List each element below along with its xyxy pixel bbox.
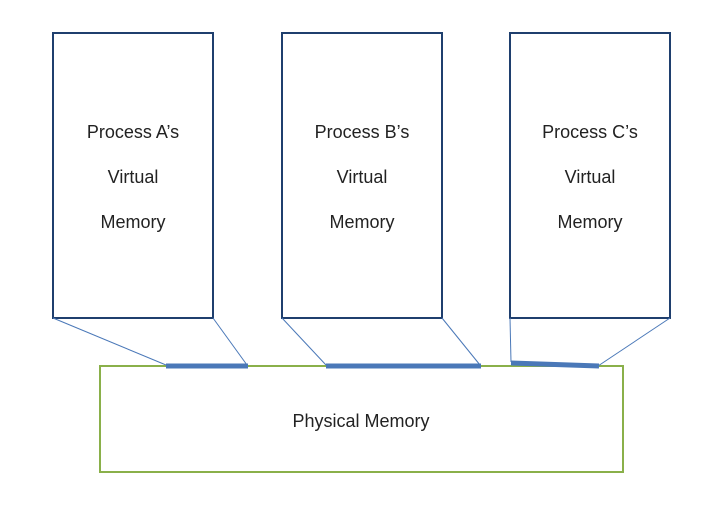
process-a-group: Process A’s Virtual Memory	[52, 32, 248, 369]
process-c-right-mapping-line	[597, 317, 671, 367]
process-b-label-line-1: Process B’s	[315, 122, 410, 142]
process-b-left-mapping-line	[281, 317, 327, 366]
process-c-physical-region	[510, 360, 600, 369]
process-b-virtual-memory-box	[281, 32, 443, 319]
process-a-label-line-1: Process A’s	[87, 122, 179, 142]
process-a-right-mapping-line	[212, 317, 248, 366]
process-a-label-line-2: Virtual	[108, 167, 159, 187]
process-c-label-line-3: Memory	[557, 212, 622, 232]
physical-memory-label: Physical Memory	[292, 411, 429, 431]
process-a-label-line-3: Memory	[100, 212, 165, 232]
process-b-label-line-3: Memory	[329, 212, 394, 232]
process-c-group: Process C’s Virtual Memory	[509, 32, 671, 369]
process-b-right-mapping-line	[441, 317, 481, 366]
physical-memory-box	[99, 365, 624, 473]
process-c-label-line-1: Process C’s	[542, 122, 638, 142]
process-a-virtual-memory-box	[52, 32, 214, 319]
process-b-group: Process B’s Virtual Memory	[281, 32, 481, 369]
process-b-label-line-2: Virtual	[337, 167, 388, 187]
process-a-left-mapping-line	[52, 317, 167, 366]
process-c-virtual-memory-box	[509, 32, 671, 319]
process-c-label-line-2: Virtual	[565, 167, 616, 187]
process-c-left-mapping-line	[509, 317, 512, 363]
